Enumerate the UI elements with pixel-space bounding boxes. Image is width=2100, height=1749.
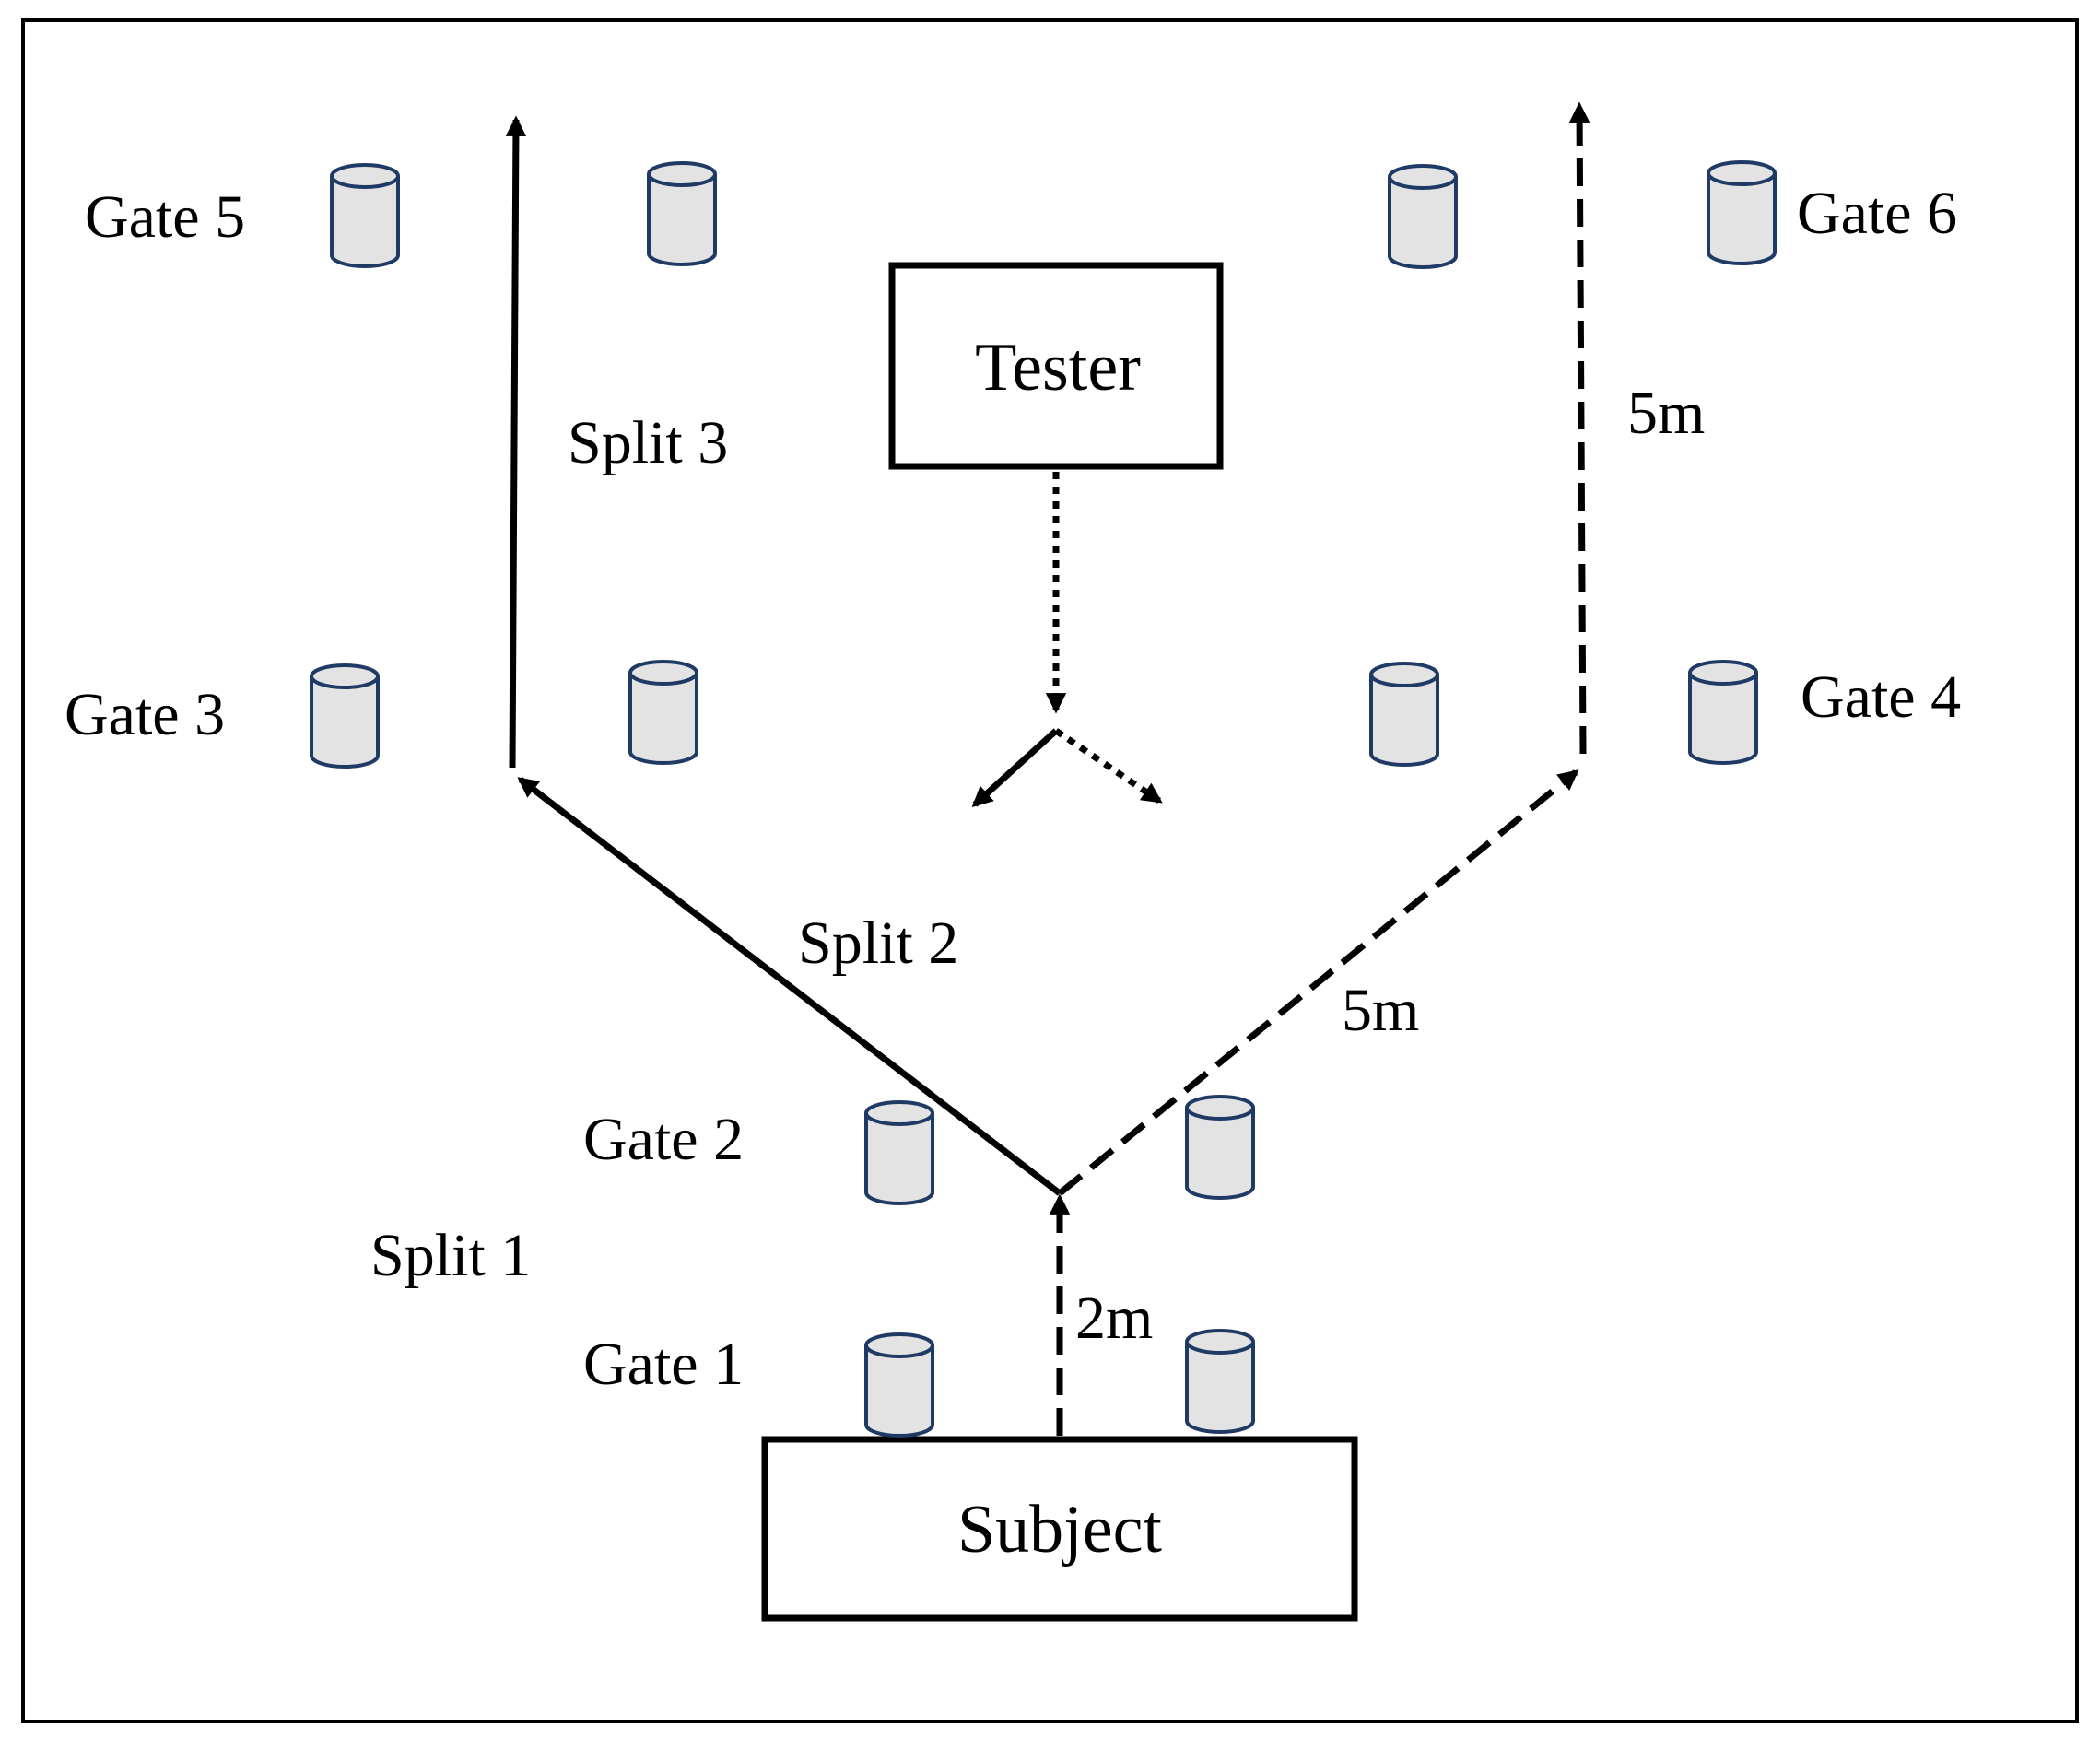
split-3-label: Split 3 <box>568 409 728 476</box>
tester-box <box>888 262 1224 470</box>
gate-1-label: Gate 1 <box>583 1331 744 1398</box>
cone-icon <box>310 663 380 769</box>
tester-label: Tester <box>975 330 1141 405</box>
cone-icon <box>1707 160 1777 265</box>
split-2-right-path <box>1057 769 1579 1196</box>
subject-label: Subject <box>957 1492 1162 1567</box>
split-1-label: Split 1 <box>370 1222 531 1289</box>
gate-2-label: Gate 2 <box>583 1106 744 1173</box>
cone-icon <box>647 161 717 266</box>
cone-icon <box>864 1100 934 1205</box>
subject-box <box>761 1436 1358 1622</box>
diagram-frame <box>21 18 2079 1723</box>
split-2-left-path <box>517 777 1062 1196</box>
cone-icon <box>864 1332 934 1438</box>
tester-signal-right-arrow <box>1054 728 1163 804</box>
cone-icon <box>628 660 698 765</box>
distance-5m-vertical-label: 5m <box>1627 380 1705 447</box>
gate-4-label: Gate 4 <box>1801 663 1961 731</box>
gate-3-label: Gate 3 <box>65 681 225 748</box>
distance-2m-label: 2m <box>1075 1285 1153 1352</box>
distance-5m-diagonal-label: 5m <box>1342 977 1419 1044</box>
gate-6-label: Gate 6 <box>1797 180 1957 247</box>
tester-signal-left-arrow <box>971 728 1059 808</box>
cone-icon <box>1185 1095 1255 1200</box>
split-2-label: Split 2 <box>798 910 958 977</box>
cone-icon <box>330 163 400 268</box>
cone-icon <box>1369 662 1439 767</box>
split-3-left-path <box>505 115 527 769</box>
cone-icon <box>1388 164 1458 269</box>
cone-icon <box>1688 660 1758 765</box>
split-3-right-path <box>1568 101 1590 755</box>
cone-icon <box>1185 1329 1255 1434</box>
gate-5-label: Gate 5 <box>85 183 245 251</box>
